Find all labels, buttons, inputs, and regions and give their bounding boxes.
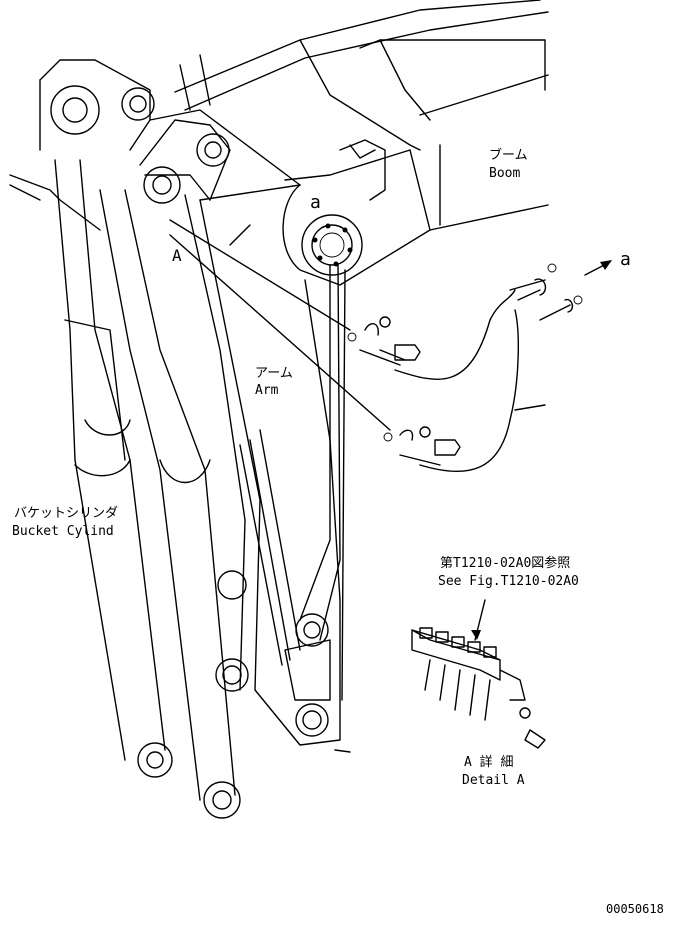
callout-A-arm: A <box>172 246 182 265</box>
reference-label-jp: 第T1210-02A0図参照 <box>440 556 571 571</box>
detail-a-manifold <box>411 599 546 749</box>
reference-label-en: See Fig.T1210-02A0 <box>438 574 579 589</box>
fittings <box>347 260 612 466</box>
callouts <box>179 54 351 753</box>
boom-label-en: Boom <box>489 166 521 181</box>
bucket-cylinder-label-en: Bucket Cylind <box>12 524 114 539</box>
drawing-number: 00050618 <box>606 902 664 916</box>
arm-structure <box>39 59 341 746</box>
callout-a-boom: a <box>310 192 321 213</box>
bucket-cylinder-label-jp: バケットシリンダ <box>14 506 119 521</box>
arm-label-jp: アーム <box>255 366 293 381</box>
boom-structure <box>174 0 549 286</box>
arm-label-en: Arm <box>255 383 279 398</box>
detail-a-label-en: Detail A <box>462 773 525 788</box>
boom-label-jp: ブーム <box>489 148 528 163</box>
callout-a-right: a <box>620 249 631 270</box>
grease-lines <box>169 219 546 701</box>
bucket-cylinder <box>9 159 241 819</box>
detail-a-label-jp: A 詳 細 <box>464 755 514 770</box>
